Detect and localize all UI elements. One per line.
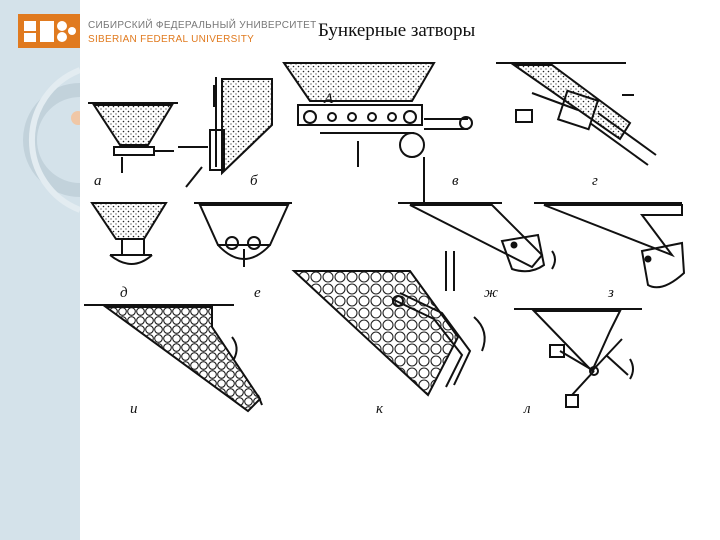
diagram-label-v: в — [452, 173, 459, 189]
gate-k — [291, 251, 486, 397]
diagram-label-z: з — [607, 285, 614, 301]
diagram-label-g: г — [592, 173, 598, 189]
gate-l — [514, 308, 642, 408]
gate-g — [496, 62, 657, 166]
bunker-gates-diagram: A а б в г д е ж з и к л — [84, 62, 686, 417]
gate-z — [534, 202, 686, 289]
sidebar-arc-decoration — [23, 67, 80, 213]
gate-d — [90, 202, 168, 265]
gate-i — [84, 304, 263, 413]
university-logo: СИБИРСКИЙ ФЕДЕРАЛЬНЫЙ УНИВЕРСИТЕТ SIBERI… — [18, 12, 318, 52]
diagram-label-i: и — [130, 401, 138, 417]
logo-text-ru: СИБИРСКИЙ ФЕДЕРАЛЬНЫЙ УНИВЕРСИТЕТ — [88, 20, 317, 31]
university-logo-icon — [18, 14, 80, 48]
diagram-marker-a: A — [323, 91, 334, 107]
diagram-label-zh: ж — [484, 285, 498, 301]
diagram-label-a: а — [94, 173, 102, 189]
page-title: Бункерные затворы — [318, 20, 476, 41]
diagram-label-d: д — [120, 285, 128, 301]
diagram-label-k: к — [376, 401, 384, 417]
diagram-label-l: л — [523, 401, 531, 417]
gate-v — [282, 62, 473, 205]
gate-b — [178, 77, 273, 188]
gate-a — [88, 102, 178, 173]
gate-e — [194, 202, 292, 267]
diagram-label-b: б — [250, 173, 258, 189]
sidebar-panel — [0, 0, 80, 540]
gate-zh — [398, 202, 556, 273]
logo-text-en: SIBERIAN FEDERAL UNIVERSITY — [88, 34, 255, 45]
diagram-label-e: е — [254, 285, 261, 301]
